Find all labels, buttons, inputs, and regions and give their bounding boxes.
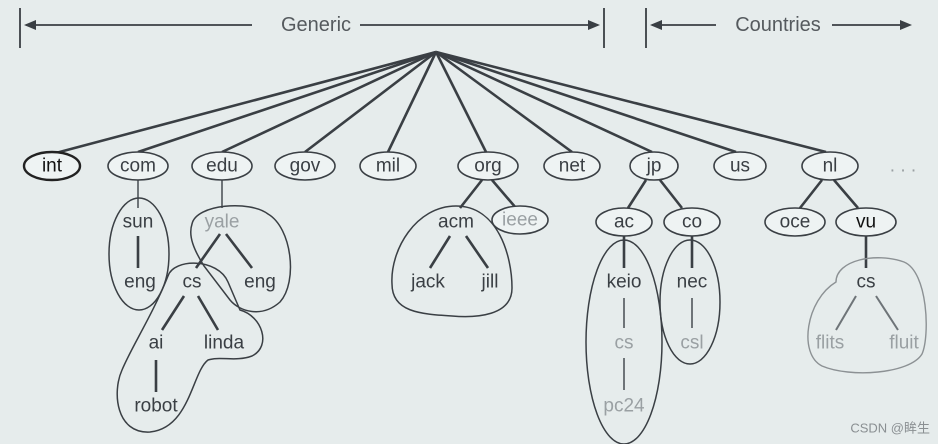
node-gov: gov bbox=[290, 156, 321, 177]
zone-cs-yale bbox=[116, 262, 264, 433]
node-oce-ellipse bbox=[764, 207, 826, 237]
edge-root-jp bbox=[435, 50, 653, 154]
countries-header: Countries bbox=[735, 14, 821, 36]
zone-outlines bbox=[108, 197, 927, 444]
node-jill: jill bbox=[481, 272, 499, 293]
edge-cs-fluit bbox=[875, 295, 899, 331]
edge-nl-oce bbox=[798, 179, 824, 209]
node-nec: nec bbox=[677, 272, 708, 293]
watermark: CSDN @眸生 bbox=[850, 421, 930, 436]
generic-arrow-left-head bbox=[24, 20, 36, 30]
edge-cs-linda bbox=[196, 295, 220, 331]
generic-header: Generic bbox=[281, 14, 351, 36]
node-vu-cs: cs bbox=[857, 272, 876, 293]
edge-root-nl bbox=[435, 50, 827, 154]
node-int-ellipse bbox=[22, 150, 82, 182]
node-pc24: pc24 bbox=[603, 396, 645, 417]
edge-root-net bbox=[435, 50, 573, 154]
node-co-ellipse bbox=[663, 207, 721, 237]
edge-root-mil bbox=[386, 51, 438, 153]
zone-yale bbox=[190, 204, 292, 313]
edge-jp-co bbox=[658, 179, 684, 209]
node-co: co bbox=[682, 212, 702, 233]
node-us-ellipse bbox=[713, 151, 767, 181]
edge-cs-ai bbox=[160, 295, 186, 331]
node-vu-ellipse bbox=[835, 207, 897, 237]
edge-root-org bbox=[434, 51, 488, 153]
node-csl: csl bbox=[680, 333, 703, 354]
edge-root-com bbox=[137, 50, 437, 154]
edge-org-ieee bbox=[491, 179, 517, 209]
node-com-ellipse bbox=[107, 151, 169, 181]
subdomain-nodes: sun eng yale cs eng ai linda robot acm i… bbox=[123, 205, 919, 417]
edge-yale-cs bbox=[194, 233, 222, 269]
node-oce: oce bbox=[780, 212, 811, 233]
node-gov-ellipse bbox=[274, 151, 336, 181]
root-edges bbox=[51, 50, 827, 156]
node-org-ellipse bbox=[457, 151, 519, 181]
more-domains-ellipsis: . . . bbox=[890, 156, 916, 177]
node-net-ellipse bbox=[543, 151, 601, 181]
node-com-eng: eng bbox=[124, 272, 156, 293]
node-ac-ellipse bbox=[595, 207, 653, 237]
node-jp: jp bbox=[646, 156, 662, 177]
top-level-nodes: int com edu gov mil org net jp us nl . .… bbox=[22, 150, 916, 182]
node-com: com bbox=[120, 156, 156, 177]
edge-cs-flits bbox=[835, 295, 857, 331]
edge-acm-jill bbox=[464, 235, 490, 269]
countries-arrow-left-head bbox=[650, 20, 662, 30]
zone-keio bbox=[585, 239, 663, 444]
edge-yale-eng bbox=[224, 233, 254, 269]
node-yale-eng: eng bbox=[244, 272, 276, 293]
zone-nec bbox=[659, 239, 721, 365]
node-edu-ellipse bbox=[191, 151, 253, 181]
node-flits: flits bbox=[816, 333, 845, 354]
edge-org-acm bbox=[458, 179, 484, 209]
node-jp-ellipse bbox=[629, 151, 679, 181]
node-keio-cs: cs bbox=[615, 333, 634, 354]
node-yale-cs: cs bbox=[183, 272, 202, 293]
edge-root-int bbox=[51, 50, 437, 156]
edge-root-gov bbox=[304, 50, 437, 154]
node-linda: linda bbox=[204, 333, 245, 354]
generic-arrow-right-head bbox=[588, 20, 600, 30]
edge-jp-ac bbox=[626, 179, 648, 209]
zone-sun bbox=[108, 197, 170, 311]
edge-root-us bbox=[435, 50, 737, 154]
node-sun: sun bbox=[123, 212, 154, 233]
node-vu: vu bbox=[856, 212, 876, 233]
node-robot: robot bbox=[134, 396, 178, 417]
subtree-edges bbox=[136, 179, 899, 392]
node-int: int bbox=[42, 156, 63, 177]
edge-nl-vu bbox=[833, 179, 859, 209]
node-jack: jack bbox=[410, 272, 445, 293]
zone-cs-vu bbox=[807, 257, 927, 374]
edge-acm-jack bbox=[428, 235, 452, 269]
node-yale: yale bbox=[205, 212, 240, 233]
zone-acm bbox=[391, 205, 513, 318]
node-ieee: ieee bbox=[502, 210, 538, 231]
node-us: us bbox=[730, 156, 750, 177]
node-ai: ai bbox=[149, 333, 164, 354]
edge-root-edu bbox=[221, 50, 437, 154]
node-mil-ellipse bbox=[359, 151, 417, 181]
node-fluit: fluit bbox=[889, 333, 919, 354]
node-org: org bbox=[474, 156, 501, 177]
countries-arrow-right-head bbox=[900, 20, 912, 30]
node-keio: keio bbox=[607, 272, 642, 293]
node-net: net bbox=[559, 156, 586, 177]
node-acm: acm bbox=[438, 212, 474, 233]
node-nl: nl bbox=[823, 156, 838, 177]
node-nl-ellipse bbox=[801, 151, 859, 181]
node-ieee-ellipse bbox=[491, 205, 549, 235]
node-edu: edu bbox=[206, 156, 238, 177]
node-ac: ac bbox=[614, 212, 634, 233]
node-mil: mil bbox=[376, 156, 400, 177]
